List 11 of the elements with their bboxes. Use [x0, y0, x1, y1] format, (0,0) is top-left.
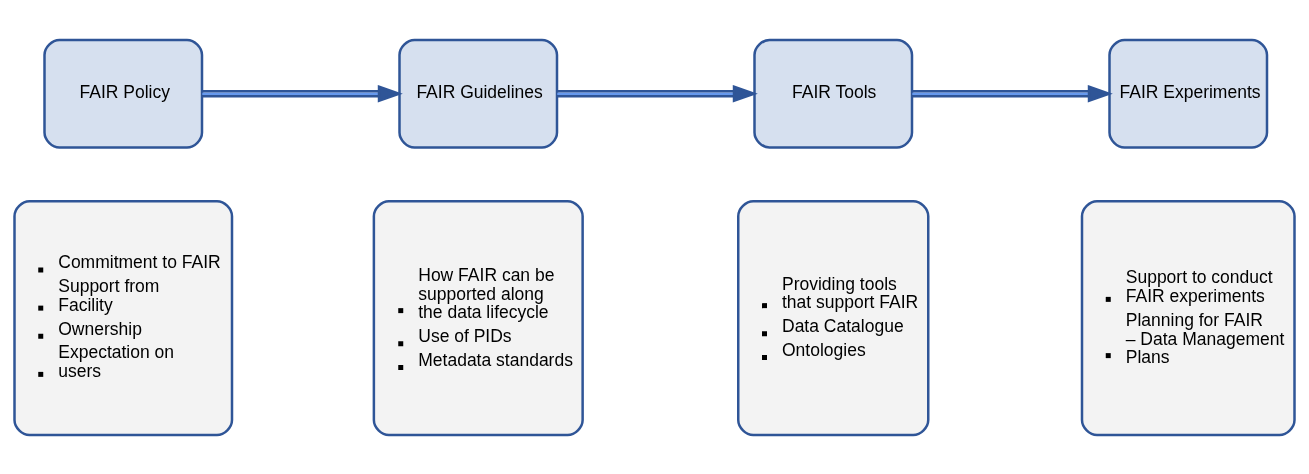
node-box: FAIR Policy	[43, 38, 204, 149]
node-box: How FAIR can be supported along the data lifecycle Use of PIDs Metadata standards	[372, 199, 584, 436]
node-box: Commitment to FAIR Support from Facility Ownership Expectation on users	[13, 199, 234, 436]
node-box: FAIR Tools	[753, 38, 914, 149]
node-box: FAIR Experiments	[1108, 38, 1269, 149]
arrow	[912, 84, 1113, 102]
arrow	[557, 84, 758, 102]
node-box: Support to conduct FAIR experiments Planning for FAIR – Data Management Plans	[1080, 199, 1296, 436]
arrow	[202, 84, 403, 102]
node-box: FAIR Guidelines	[398, 38, 559, 149]
node-box: Providing tools that support FAIR Data Catalogue Ontologies	[737, 199, 930, 436]
